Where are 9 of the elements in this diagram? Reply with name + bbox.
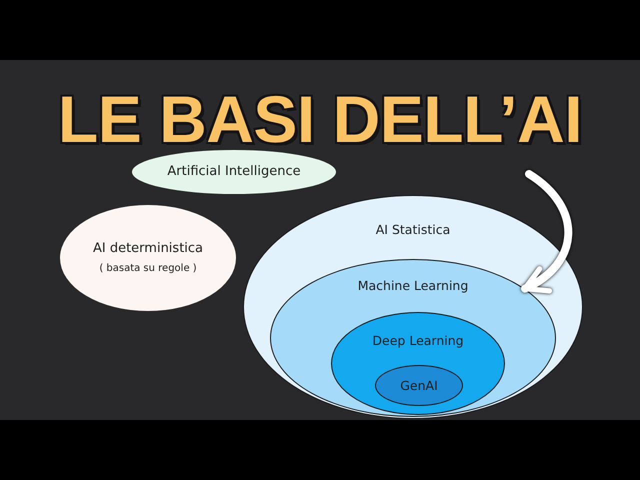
ellipse-label: Artificial Intelligence [167, 164, 301, 180]
ellipse-label: Machine Learning [358, 278, 468, 293]
title-heading: LE BASI DELL’AI [58, 82, 582, 156]
ellipse-label: Deep Learning [372, 333, 464, 348]
curved-arrow [521, 170, 572, 293]
ellipse-label: AI deterministica [92, 241, 204, 257]
ellipse-note: ( basata su regole ) [99, 262, 197, 275]
ellipse-label: AI Statistica [376, 222, 450, 237]
ellipse-label: GenAI [400, 378, 438, 393]
